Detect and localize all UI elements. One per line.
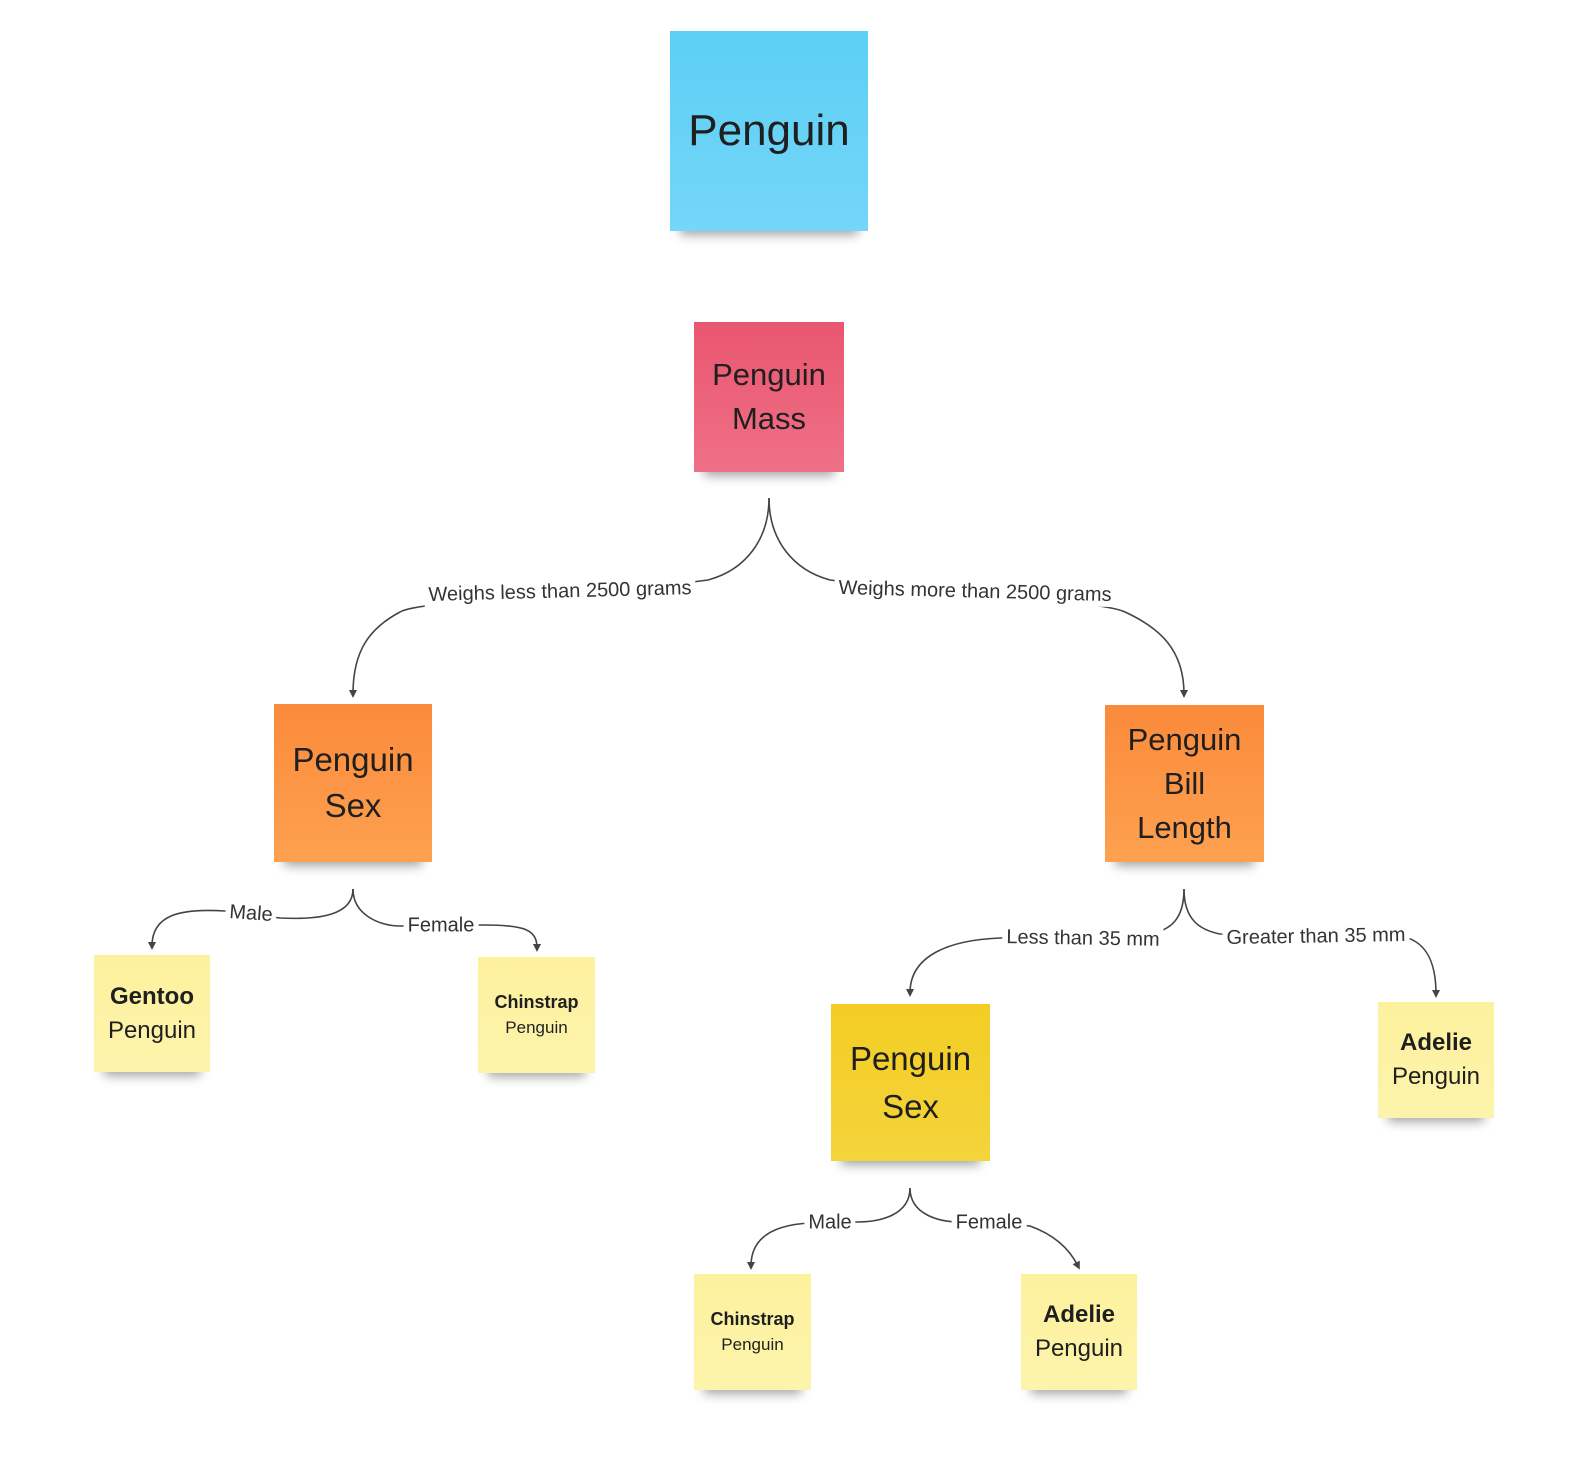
note-text-line-2: Penguin <box>721 1335 784 1354</box>
note-text-line-1: Gentoo <box>110 982 194 1010</box>
edge-label-sexm-male: Male <box>804 1211 856 1235</box>
sticky-note-chinstrap-penguin-bottom[interactable]: Chinstrap Penguin <box>694 1274 811 1390</box>
edge-label-sexl-male: Male <box>224 900 278 928</box>
sticky-note-penguin-bill-length[interactable]: Penguin Bill Length <box>1105 705 1264 862</box>
note-text-line-2: Bill <box>1163 765 1206 801</box>
note-text-line-2: Sex <box>324 787 382 824</box>
edge-label-sexl-female: Female <box>403 914 479 938</box>
sticky-note-penguin-mass[interactable]: Penguin Mass <box>694 322 844 472</box>
sticky-note-penguin[interactable]: Penguin <box>670 31 868 231</box>
note-text-line-1: Chinstrap <box>710 1309 795 1329</box>
note-text-line-1: Penguin <box>688 106 850 155</box>
note-text-line-2: Mass <box>731 401 807 436</box>
connector-bill-less <box>906 888 1185 997</box>
note-text-line-1: Chinstrap <box>494 992 579 1012</box>
note-text-line-1: Adelie <box>1399 1029 1473 1056</box>
note-text-line-1: Penguin <box>1127 721 1242 757</box>
sticky-note-gentoo-penguin[interactable]: Gentoo Penguin <box>94 955 210 1072</box>
edge-label-bill-greater: Greater than 35 mm <box>1222 923 1410 951</box>
note-text-line-1: Penguin <box>292 741 414 778</box>
edge-label-bill-less: Less than 35 mm <box>1002 926 1164 952</box>
note-text-line-2: Penguin <box>1391 1063 1481 1090</box>
sticky-note-chinstrap-penguin-left[interactable]: Chinstrap Penguin <box>478 957 595 1073</box>
edge-label-sexm-female: Female <box>951 1211 1027 1235</box>
sticky-note-adelie-penguin-bottom[interactable]: Adelie Penguin <box>1021 1274 1137 1390</box>
note-text-line-2: Sex <box>882 1087 939 1125</box>
sticky-note-adelie-penguin-right[interactable]: Adelie Penguin <box>1378 1002 1494 1118</box>
note-text-line-2: Penguin <box>1034 1335 1124 1362</box>
sticky-note-penguin-sex-left[interactable]: Penguin Sex <box>274 704 432 862</box>
note-text-line-2: Penguin <box>107 1016 197 1044</box>
note-text-line-1: Penguin <box>849 1039 972 1077</box>
sticky-note-penguin-sex-mid[interactable]: Penguin Sex <box>831 1004 990 1161</box>
note-text-line-1: Penguin <box>712 357 826 392</box>
note-text-line-2: Penguin <box>505 1018 568 1037</box>
note-text-line-3: Length <box>1137 809 1232 845</box>
note-text-line-1: Adelie <box>1042 1301 1116 1328</box>
